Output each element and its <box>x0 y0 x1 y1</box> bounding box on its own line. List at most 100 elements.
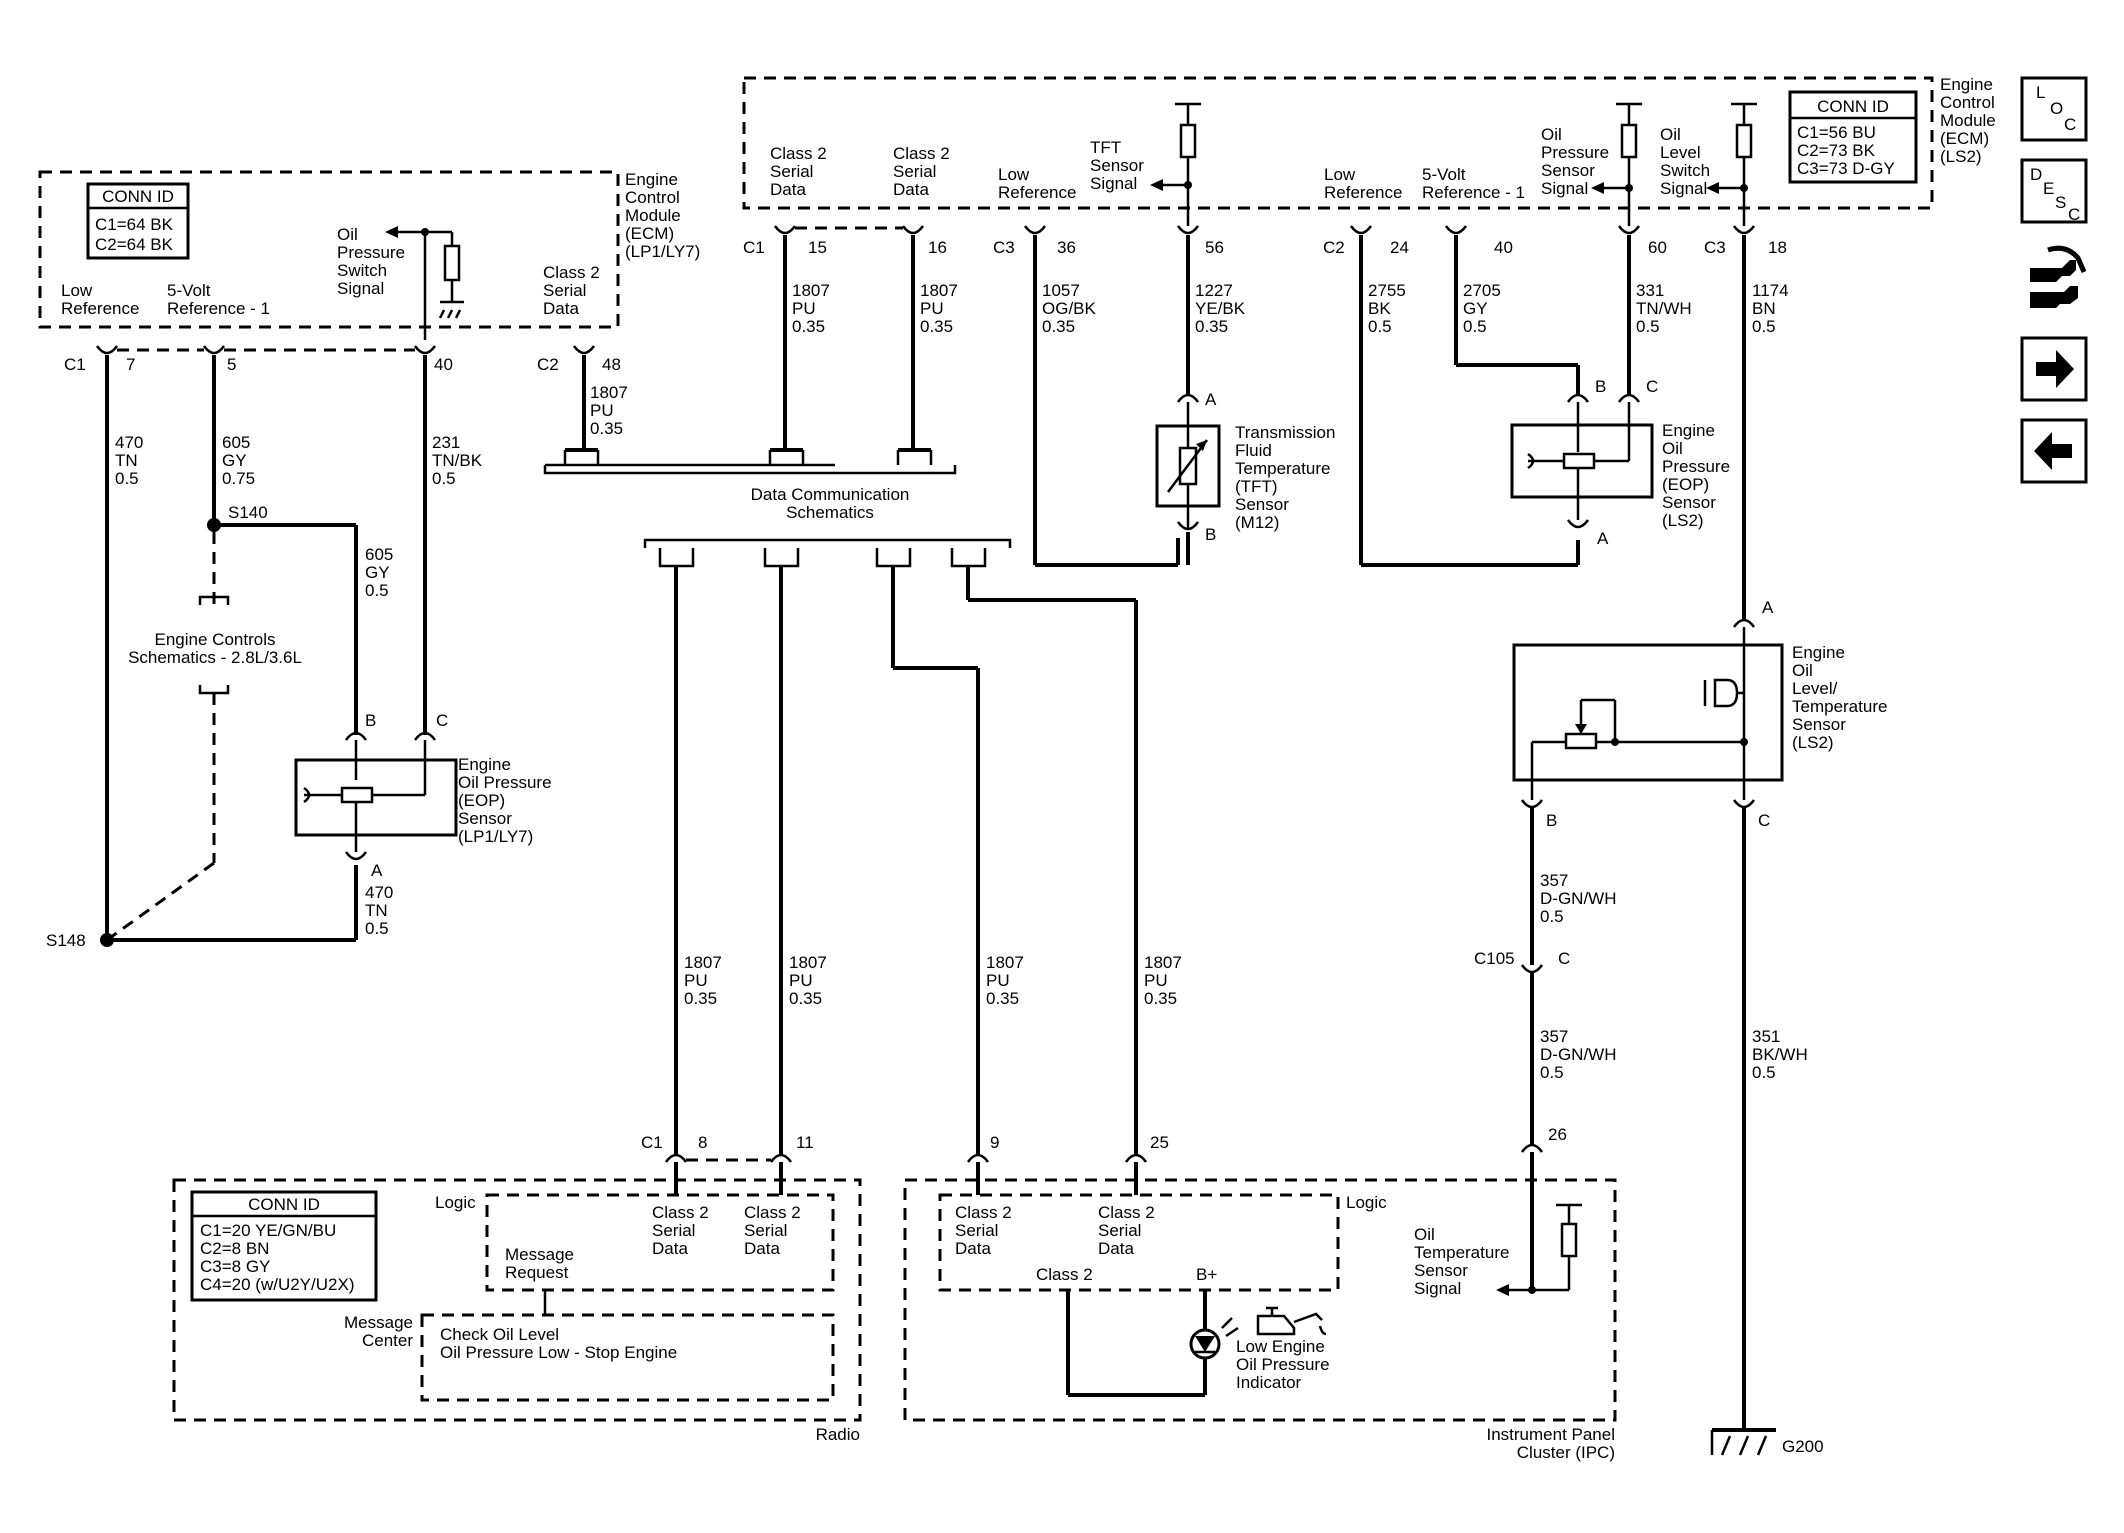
schematic-label: 0.5 <box>1463 317 1487 336</box>
desc-button[interactable]: D E S C <box>2020 158 2088 224</box>
schematic-label: B <box>1595 377 1606 396</box>
schematic-label: Serial <box>955 1221 998 1240</box>
schematic-label: 231 <box>432 433 460 452</box>
schematic-label: 1807 <box>684 953 722 972</box>
eop-sensor-lp1: B C A Engine Oil Pressure (EOP) Sensor (… <box>294 711 552 880</box>
schematic-label: BK/WH <box>1752 1045 1808 1064</box>
schematic-label: Logic <box>435 1193 476 1212</box>
wrench-icon[interactable] <box>2030 245 2087 308</box>
schematic-label: Temperature <box>1235 459 1330 478</box>
schematic-label: 605 <box>365 545 393 564</box>
schematic-label: G200 <box>1782 1437 1824 1456</box>
schematic-label: C2=8 BN <box>200 1239 269 1258</box>
schematic-label: (M12) <box>1235 513 1279 532</box>
schematic-label: Signal <box>1541 179 1588 198</box>
schematic-label: PU <box>986 971 1010 990</box>
schematic-label: PU <box>792 299 816 318</box>
schematic-label: S140 <box>228 503 268 522</box>
schematic-label: Data <box>652 1239 688 1258</box>
nav-buttons: L O C D E S C <box>2020 76 2088 484</box>
schematic-label: D <box>2030 165 2042 184</box>
schematic-label: 0.35 <box>684 989 717 1008</box>
ground-g200-icon <box>1710 1428 1776 1456</box>
schematic-label: Oil <box>1792 661 1813 680</box>
schematic-label: Sensor <box>1541 161 1595 180</box>
schematic-label: Serial <box>1098 1221 1141 1240</box>
arrow-left-icon[interactable] <box>2020 418 2088 484</box>
schematic-label: TN/BK <box>432 451 483 470</box>
ecm-ls2-module: Engine Control Module (ECM) (LS2) CONN I… <box>742 75 1996 226</box>
ipc-pullup-resistor <box>1496 1203 1582 1296</box>
schematic-label: A <box>1762 598 1774 617</box>
schematic-label: Check Oil Level <box>440 1325 559 1344</box>
schematic-label: L <box>2036 83 2045 102</box>
ecm-ls2-connector-pins: C1 15 16 C3 36 56 C2 24 40 60 C3 18 <box>743 225 1787 257</box>
schematic-label: Sensor <box>1235 495 1289 514</box>
schematic-label: 351 <box>1752 1027 1780 1046</box>
schematic-label: Sensor <box>1792 715 1846 734</box>
schematic-label: C <box>2068 205 2080 224</box>
schematic-label: C2=73 BK <box>1797 141 1876 160</box>
schematic-label: Engine <box>1792 643 1845 662</box>
schematic-label: Class 2 <box>1036 1265 1093 1284</box>
schematic-label: Pressure <box>337 243 405 262</box>
schematic-label: Schematics <box>786 503 874 522</box>
schematic-label: C3 <box>1704 238 1726 257</box>
schematic-label: C <box>1646 377 1658 396</box>
schematic-label: 1807 <box>1144 953 1182 972</box>
schematic-label: 8 <box>698 1133 707 1152</box>
schematic-label: Oil Pressure <box>458 773 552 792</box>
schematic-label: Low <box>1324 165 1356 184</box>
schematic-label: 1057 <box>1042 281 1080 300</box>
schematic-label: (LP1/LY7) <box>625 242 700 261</box>
ecm-lp1-module: Engine Control Module (ECM) (LP1/LY7) CO… <box>38 170 700 340</box>
schematic-label: TN <box>115 451 138 470</box>
schematic-label: 0.5 <box>432 469 456 488</box>
tft-sensor: A B Transmission Fluid Temperature (TFT)… <box>1155 390 1335 565</box>
schematic-label: 26 <box>1548 1125 1567 1144</box>
right-wiring: 1807 PU 0.35 1807 PU 0.35 1057 OG/BK 0.3… <box>768 235 1789 620</box>
ecm-lp1-title: Engine Control Module (ECM) (LP1/LY7) <box>625 170 700 261</box>
schematic-label: Message <box>344 1313 413 1332</box>
ipc-module: 9 25 26 Logic Class 2 Serial Data Class … <box>903 1125 1617 1462</box>
arrow-right-icon[interactable] <box>2020 336 2088 402</box>
schematic-label: Data <box>893 180 929 199</box>
schematic-label: S148 <box>46 931 86 950</box>
schematic-label: YE/BK <box>1195 299 1246 318</box>
schematic-label: 0.5 <box>1752 317 1776 336</box>
schematic-label: Sensor <box>1090 156 1144 175</box>
schematic-label: Engine <box>1940 75 1993 94</box>
schematic-label: (EOP) <box>1662 475 1709 494</box>
schematic-label: BN <box>1752 299 1776 318</box>
loc-button[interactable]: L O C <box>2020 76 2088 142</box>
schematic-label: Sensor <box>1662 493 1716 512</box>
schematic-label: D-GN/WH <box>1540 889 1616 908</box>
schematic-label: Temperature <box>1792 697 1887 716</box>
schematic-label: S <box>2055 193 2066 212</box>
schematic-label: 2705 <box>1463 281 1501 300</box>
schematic-label: (ECM) <box>1940 129 1989 148</box>
schematic-label: E <box>2043 179 2054 198</box>
schematic-label: Class 2 <box>652 1203 709 1222</box>
schematic-label: C2=64 BK <box>95 235 174 254</box>
schematic-label: Temperature <box>1414 1243 1509 1262</box>
schematic-label: 0.5 <box>1540 907 1564 926</box>
schematic-label: 1807 <box>920 281 958 300</box>
schematic-label: Data <box>1098 1239 1134 1258</box>
schematic-label: C1=56 BU <box>1797 123 1876 142</box>
schematic-label: 0.35 <box>792 317 825 336</box>
schematic-label: C <box>1558 949 1570 968</box>
schematic-label: O <box>2050 99 2063 118</box>
schematic-label: Signal <box>1090 174 1137 193</box>
schematic-label: Level/ <box>1792 679 1838 698</box>
ecm-ls2-conn-id-table: CONN ID C1=56 BU C2=73 BK C3=73 D-GY <box>1788 90 1918 184</box>
schematic-label: C2 <box>537 355 559 374</box>
ecm-lp1-5v-label-2: Reference - 1 <box>167 299 270 318</box>
schematic-label: 0.75 <box>222 469 255 488</box>
schematic-label: Switch <box>1660 161 1710 180</box>
schematic-label: (ECM) <box>625 224 674 243</box>
schematic-label: Data <box>770 180 806 199</box>
schematic-label: C1 <box>64 355 86 374</box>
schematic-label: B+ <box>1196 1265 1217 1284</box>
